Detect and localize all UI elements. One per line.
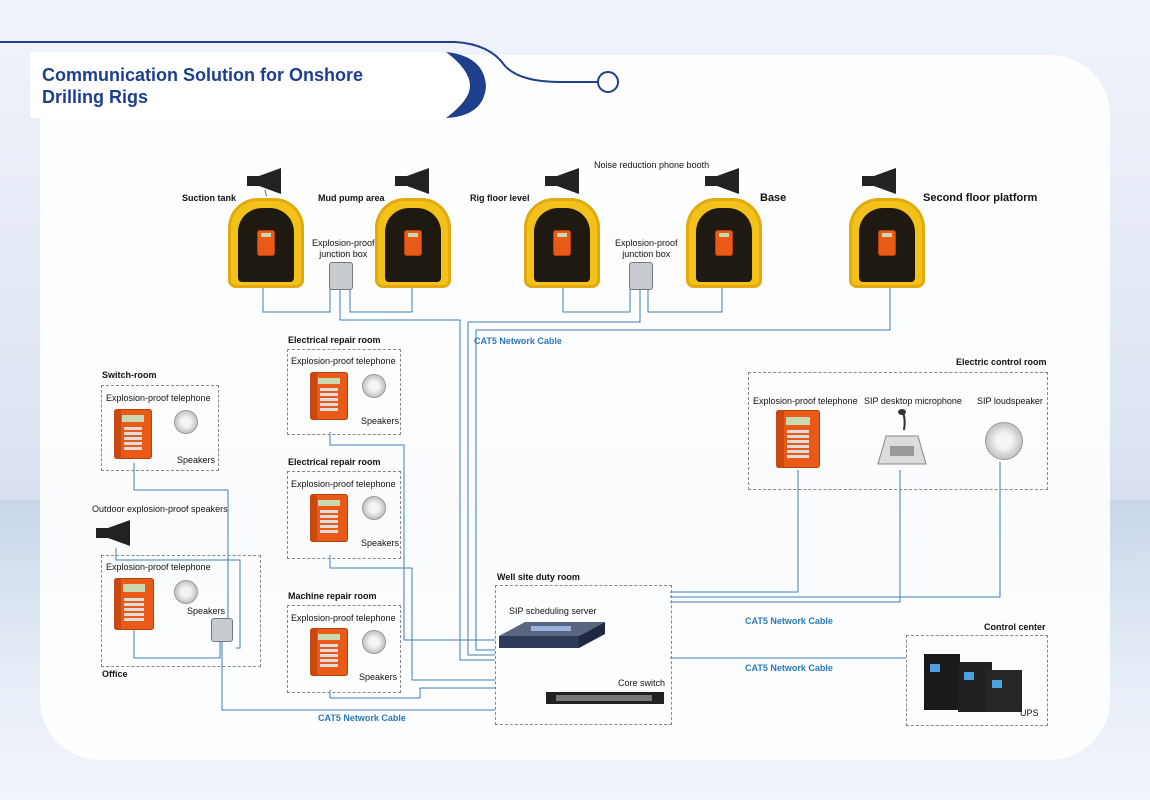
room-label-well-site: Well site duty room <box>497 572 580 582</box>
device-label-speakers: Speakers <box>187 606 226 616</box>
booth-label-suction-tank: Suction tank <box>182 193 237 203</box>
phone-booth-suction-tank <box>228 198 304 288</box>
cable-label-bottom: CAT5 Network Cable <box>318 713 406 723</box>
device-label-sip-microphone: SIP desktop microphone <box>864 396 962 406</box>
device-label-outdoor-speakers: Outdoor explosion-proof speakers <box>92 504 228 514</box>
device-label-telephone: Explosion-proof telephone <box>291 479 396 489</box>
junction-box-icon <box>629 262 653 290</box>
device-label-telephone: Explosion-proof telephone <box>753 396 858 406</box>
device-label-telephone: Explosion-proof telephone <box>106 393 211 403</box>
device-label-speakers: Speakers <box>361 416 400 426</box>
junction-box-label: Explosion-proof junction box <box>312 238 375 259</box>
speaker-icon <box>174 580 198 604</box>
electrical-repair-room-box <box>287 471 401 559</box>
device-label-telephone: Explosion-proof telephone <box>291 613 396 623</box>
control-center-box <box>906 635 1048 726</box>
telephone-icon <box>257 230 275 256</box>
room-label-switch-room: Switch-room <box>102 370 157 380</box>
room-label-electrical-repair: Electrical repair room <box>288 457 381 467</box>
core-switch-icon <box>546 692 664 704</box>
speaker-icon <box>362 630 386 654</box>
switch-room-box <box>101 385 219 471</box>
horn-speaker-icon <box>395 168 429 194</box>
device-label-sip-server: SIP scheduling server <box>509 606 597 616</box>
cable-label-top: CAT5 Network Cable <box>474 336 562 346</box>
junction-box-label: Explosion-proof junction box <box>615 238 678 259</box>
room-label-control-center: Control center <box>984 622 1046 632</box>
device-label-speakers: Speakers <box>177 455 216 465</box>
phone-booth-second-floor <box>849 198 925 288</box>
device-label-telephone: Explosion-proof telephone <box>291 356 396 366</box>
horn-speaker-icon <box>705 168 739 194</box>
telephone-icon <box>878 230 896 256</box>
device-label-telephone: Explosion-proof telephone <box>106 562 211 572</box>
explosion-proof-telephone-icon <box>114 578 154 630</box>
booth-label-noise-reduction: Noise reduction phone booth <box>594 160 710 170</box>
room-label-machine-repair: Machine repair room <box>288 591 377 601</box>
room-label-office: Office <box>102 669 128 679</box>
sip-loudspeaker-icon <box>985 422 1023 460</box>
junction-box-icon <box>329 262 353 290</box>
horn-speaker-icon <box>247 168 281 196</box>
explosion-proof-telephone-icon <box>310 628 348 676</box>
booth-label-rig-floor: Rig floor level <box>470 193 530 203</box>
telephone-icon <box>553 230 571 256</box>
telephone-icon <box>404 230 422 256</box>
device-label-ups: UPS <box>1020 708 1039 718</box>
booth-label-base: Base <box>760 192 787 204</box>
speaker-icon <box>362 374 386 398</box>
ups-icon <box>924 654 1022 712</box>
telephone-icon <box>715 230 733 256</box>
header-decoration <box>0 41 619 118</box>
explosion-proof-telephone-icon <box>310 494 348 542</box>
explosion-proof-telephone-icon <box>114 409 152 459</box>
electrical-repair-room-box <box>287 349 401 435</box>
horn-speaker-icon <box>862 168 896 194</box>
room-label-electric-control: Electric control room <box>956 357 1047 367</box>
phone-booth-rig-floor <box>524 198 600 288</box>
outdoor-horn-speaker-icon <box>96 520 130 546</box>
speaker-icon <box>174 410 198 434</box>
machine-repair-room-box <box>287 605 401 693</box>
room-label-electrical-repair: Electrical repair room <box>288 335 381 345</box>
office-box <box>101 555 261 667</box>
sip-server-icon <box>499 622 605 648</box>
device-label-sip-loudspeaker: SIP loudspeaker <box>977 396 1043 406</box>
booth-label-mud-pump: Mud pump area <box>318 193 385 203</box>
page-title: Communication Solution for Onshore Drill… <box>42 65 363 107</box>
device-label-speakers: Speakers <box>359 672 398 682</box>
device-label-speakers: Speakers <box>361 538 400 548</box>
electric-control-room-box <box>748 372 1048 490</box>
cable-label-right: CAT5 Network Cable <box>745 616 833 626</box>
explosion-proof-telephone-icon <box>310 372 348 420</box>
sip-microphone-icon <box>877 409 927 465</box>
phone-booth-mud-pump <box>375 198 451 288</box>
speaker-icon <box>362 496 386 520</box>
cable-label-right-lower: CAT5 Network Cable <box>745 663 833 673</box>
booth-label-second-floor: Second floor platform <box>923 192 1038 204</box>
junction-box-icon <box>211 618 233 642</box>
well-site-room-box <box>495 585 672 725</box>
phone-booth-base <box>686 198 762 288</box>
horn-speaker-icon <box>545 168 579 194</box>
device-label-core-switch: Core switch <box>618 678 666 688</box>
explosion-proof-telephone-icon <box>776 410 820 468</box>
